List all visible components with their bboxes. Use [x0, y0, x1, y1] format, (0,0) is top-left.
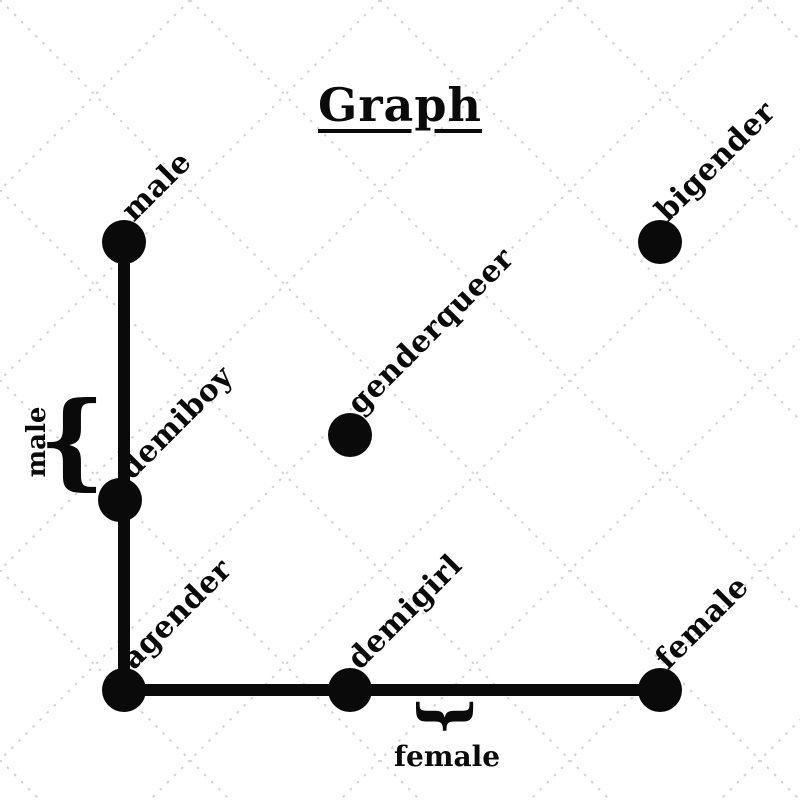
- node-label-demiboy: demiboy: [112, 359, 241, 487]
- curly-brace-icon: {: [38, 378, 106, 501]
- node-male: [102, 220, 146, 264]
- node-label-agender: agender: [114, 552, 239, 677]
- annotation-label-male: male: [22, 406, 52, 478]
- curly-brace-icon: {: [405, 696, 478, 736]
- node-bigender: [638, 220, 682, 264]
- page-title: Graph: [318, 78, 482, 132]
- annotation-label-female: female: [393, 740, 501, 773]
- node-label-genderqueer: genderqueer: [340, 241, 521, 422]
- node-demigirl: [328, 668, 372, 712]
- node-agender: [102, 668, 146, 712]
- edge-male-agender: [118, 242, 130, 690]
- node-female: [638, 668, 682, 712]
- node-demiboy: [98, 478, 142, 522]
- edge-agender-female: [124, 684, 660, 696]
- node-genderqueer: [328, 413, 372, 457]
- node-label-male: male: [114, 144, 199, 229]
- node-label-female: female: [648, 569, 756, 677]
- node-label-demigirl: demigirl: [340, 547, 470, 677]
